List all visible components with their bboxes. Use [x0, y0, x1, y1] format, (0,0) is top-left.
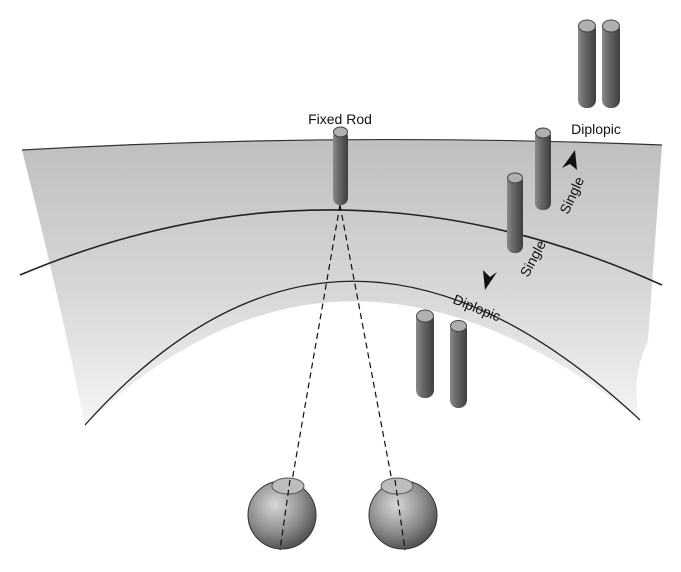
label-diplopic-far: Diplopic [571, 121, 621, 137]
sight-line-left-eye [279, 479, 291, 551]
panum-area-shading [22, 139, 662, 425]
sight-line-right-eye [394, 479, 406, 551]
rod-far-single [535, 127, 551, 210]
arrowhead-up-icon [562, 150, 577, 170]
right-eye [368, 477, 438, 550]
label-fixed-rod: Fixed Rod [308, 111, 372, 127]
rod-pair-far-diplopic [578, 19, 620, 108]
rod-near-single [507, 172, 523, 253]
left-eye [247, 477, 317, 550]
arrowhead-down-icon [483, 270, 497, 290]
fixed-rod [333, 126, 348, 205]
inner-limit-curve [84, 280, 641, 426]
rod-pair-near-diplopic [416, 309, 467, 408]
